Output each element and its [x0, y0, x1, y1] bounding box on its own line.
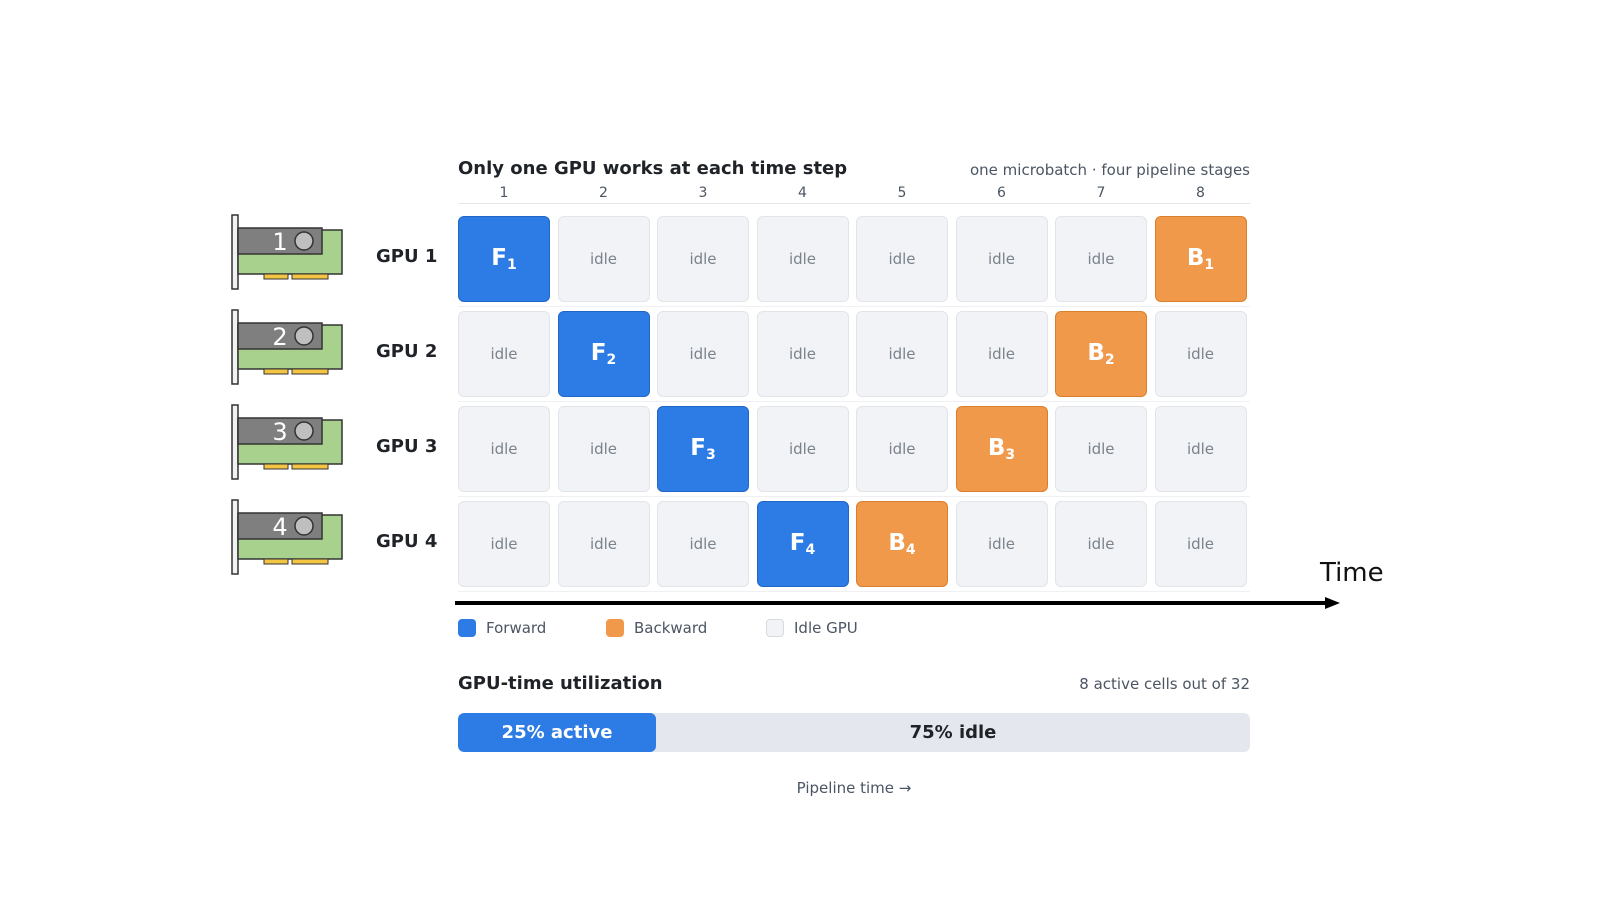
- idle-cell: idle: [1154, 406, 1247, 492]
- row-divider: [458, 591, 1250, 592]
- idle-cell: idle: [657, 501, 749, 587]
- utilization-title: GPU-time utilization: [458, 673, 663, 694]
- idle-cell: idle: [955, 501, 1048, 587]
- time-step-label: 2: [599, 185, 608, 201]
- backward-cell: B2: [1055, 311, 1147, 397]
- idle-cell: idle: [856, 216, 948, 302]
- idle-cell: idle: [856, 406, 948, 492]
- utilization-active-segment: 25% active: [458, 713, 656, 752]
- time-axis-label: Time: [1320, 558, 1384, 588]
- pipeline-time-label: Pipeline time →: [796, 779, 912, 797]
- idle-cell: idle: [557, 406, 650, 492]
- idle-cell: idle: [1154, 311, 1247, 397]
- row-divider: [458, 401, 1250, 402]
- idle-cell: idle: [458, 501, 550, 587]
- time-step-label: 4: [798, 185, 807, 201]
- idle-cell: idle: [756, 406, 849, 492]
- idle-cell: idle: [557, 501, 650, 587]
- time-step-label: 7: [1096, 185, 1106, 201]
- gpu-card-icon: 2: [231, 309, 343, 385]
- idle-cell: idle: [856, 311, 948, 397]
- gpu-card-icon: 1: [231, 214, 343, 290]
- gpu-card-number: 2: [272, 323, 287, 351]
- legend-swatch: [766, 619, 784, 637]
- idle-cell: idle: [557, 216, 650, 302]
- legend-item-forward: Forward: [458, 619, 546, 637]
- backward-cell: B4: [856, 501, 948, 587]
- time-step-label: 6: [997, 185, 1006, 201]
- time-axis-arrow: [455, 597, 1340, 609]
- idle-cell: idle: [458, 406, 550, 492]
- legend-item-backward: Backward: [606, 619, 707, 637]
- legend-label: Forward: [486, 619, 547, 637]
- diagram-subtitle: one microbatch · four pipeline stages: [969, 161, 1250, 179]
- legend-swatch: [606, 619, 624, 637]
- backward-cell: B3: [955, 406, 1048, 492]
- idle-cell: idle: [1055, 406, 1147, 492]
- gpu-label: GPU 3: [376, 436, 438, 457]
- idle-cell: idle: [1055, 501, 1147, 587]
- idle-cell: idle: [657, 216, 749, 302]
- gpu-label: GPU 1: [376, 246, 438, 267]
- idle-cell: idle: [657, 311, 749, 397]
- legend-swatch: [458, 619, 476, 637]
- gpu-card-icon: 4: [231, 499, 343, 575]
- gpu-label: GPU 2: [376, 341, 438, 362]
- row-divider: [458, 496, 1250, 497]
- time-step-label: 8: [1196, 185, 1205, 201]
- idle-cell: idle: [955, 311, 1048, 397]
- utilization-bar: 25% active 75% idle: [458, 713, 1250, 752]
- time-step-label: 1: [499, 185, 509, 201]
- gpu-card-icon: 3: [231, 404, 343, 480]
- diagram-title: Only one GPU works at each time step: [458, 158, 848, 179]
- forward-cell: F1: [458, 216, 550, 302]
- legend-label: Backward: [634, 619, 708, 637]
- gpu-card-number: 4: [272, 513, 287, 541]
- forward-cell: F3: [657, 406, 749, 492]
- idle-cell: idle: [1154, 501, 1247, 587]
- time-step-label: 5: [897, 185, 907, 201]
- header-divider: [458, 203, 1250, 204]
- time-step-label: 3: [698, 185, 708, 201]
- gpu-card-number: 3: [272, 418, 287, 446]
- idle-cell: idle: [756, 311, 849, 397]
- idle-cell: idle: [756, 216, 849, 302]
- legend-item-idle: Idle GPU: [766, 619, 858, 637]
- utilization-note: 8 active cells out of 32: [1079, 675, 1250, 693]
- idle-cell: idle: [955, 216, 1048, 302]
- forward-cell: F4: [756, 501, 849, 587]
- idle-cell: idle: [1055, 216, 1147, 302]
- row-divider: [458, 306, 1250, 307]
- gpu-card-number: 1: [272, 228, 287, 256]
- forward-cell: F2: [557, 311, 650, 397]
- utilization-idle-segment: 75% idle: [909, 722, 997, 743]
- backward-cell: B1: [1154, 216, 1247, 302]
- idle-cell: idle: [458, 311, 550, 397]
- gpu-label: GPU 4: [376, 531, 438, 552]
- legend-label: Idle GPU: [794, 619, 858, 637]
